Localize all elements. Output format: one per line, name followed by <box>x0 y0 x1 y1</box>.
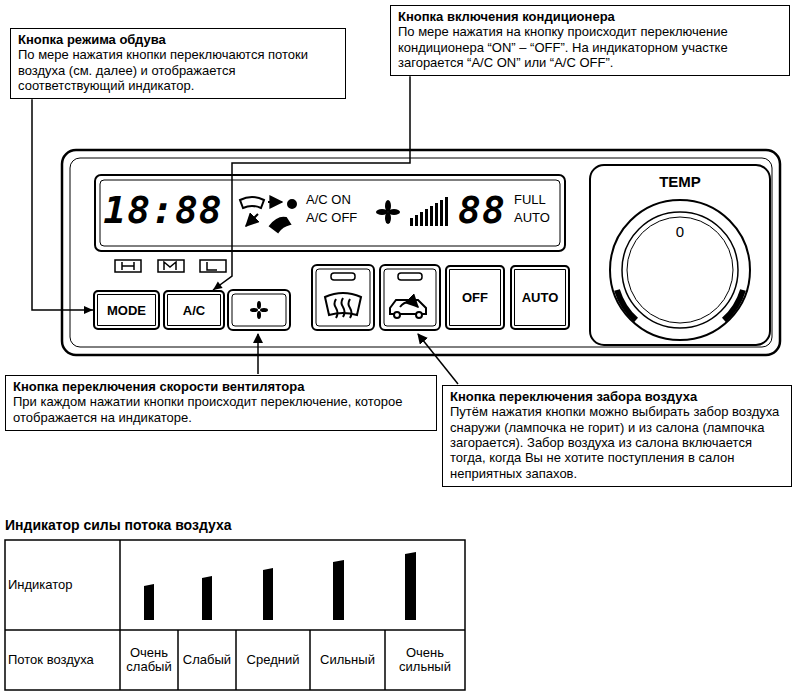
callout-box: Кнопка включения кондиционераПо мере наж… <box>390 5 790 76</box>
button-text: OFF <box>462 290 488 305</box>
leader-line <box>213 76 410 290</box>
auto-button: AUTO <box>510 265 570 330</box>
lcd-clock: 18:88 <box>100 185 226 237</box>
lcd-text: A/C OFF <box>306 210 376 227</box>
table-cell: Средний <box>237 632 309 688</box>
leader-line <box>32 99 93 314</box>
callout-body: По мере нажатия на кнопку происходит пер… <box>398 24 782 70</box>
callout-box: Кнопка переключения забора воздухаПутём … <box>442 385 792 487</box>
lcd-text: AUTO <box>514 210 560 227</box>
callout-heading: Кнопка режима обдува <box>18 32 338 47</box>
button-text: AUTO <box>522 290 559 305</box>
knob-mark: 0 <box>668 222 692 242</box>
table-cell: Индикатор <box>8 542 118 628</box>
callout-box: Кнопка переключения скорости вентилятора… <box>5 375 437 431</box>
lcd-text: FULL <box>514 192 560 209</box>
knob-label: TEMP <box>645 172 715 192</box>
callout-heading: Кнопка переключения скорости вентилятора <box>13 379 429 394</box>
button-text: MODE <box>107 303 146 318</box>
table-cell: Очень сильный <box>386 632 464 688</box>
callout-box: Кнопка режима обдуваПо мере нажатия кноп… <box>10 28 346 99</box>
lcd-text: A/C ON <box>306 192 376 209</box>
table-title: Индикатор силы потока воздуха <box>5 516 425 536</box>
table-cell: Сильный <box>311 632 384 688</box>
table-cell: Слабый <box>179 632 235 688</box>
off-button: OFF <box>445 265 505 330</box>
callout-body: При каждом нажатии кнопки происходит пер… <box>13 394 429 425</box>
table-cell: Очень слабый <box>121 632 177 688</box>
ac-button: A/C <box>163 290 225 330</box>
mode-button: MODE <box>93 290 160 330</box>
table-cell: Поток воздуха <box>8 632 118 688</box>
callout-heading: Кнопка переключения забора воздуха <box>450 389 784 404</box>
callout-body: По мере нажатия кнопки переключаются пот… <box>18 47 338 93</box>
button-text: A/C <box>183 303 205 318</box>
callout-heading: Кнопка включения кондиционера <box>398 9 782 24</box>
callout-body: Путём нажатия кнопки можно выбирать забо… <box>450 404 784 481</box>
lcd-digits: 88 <box>453 185 511 237</box>
